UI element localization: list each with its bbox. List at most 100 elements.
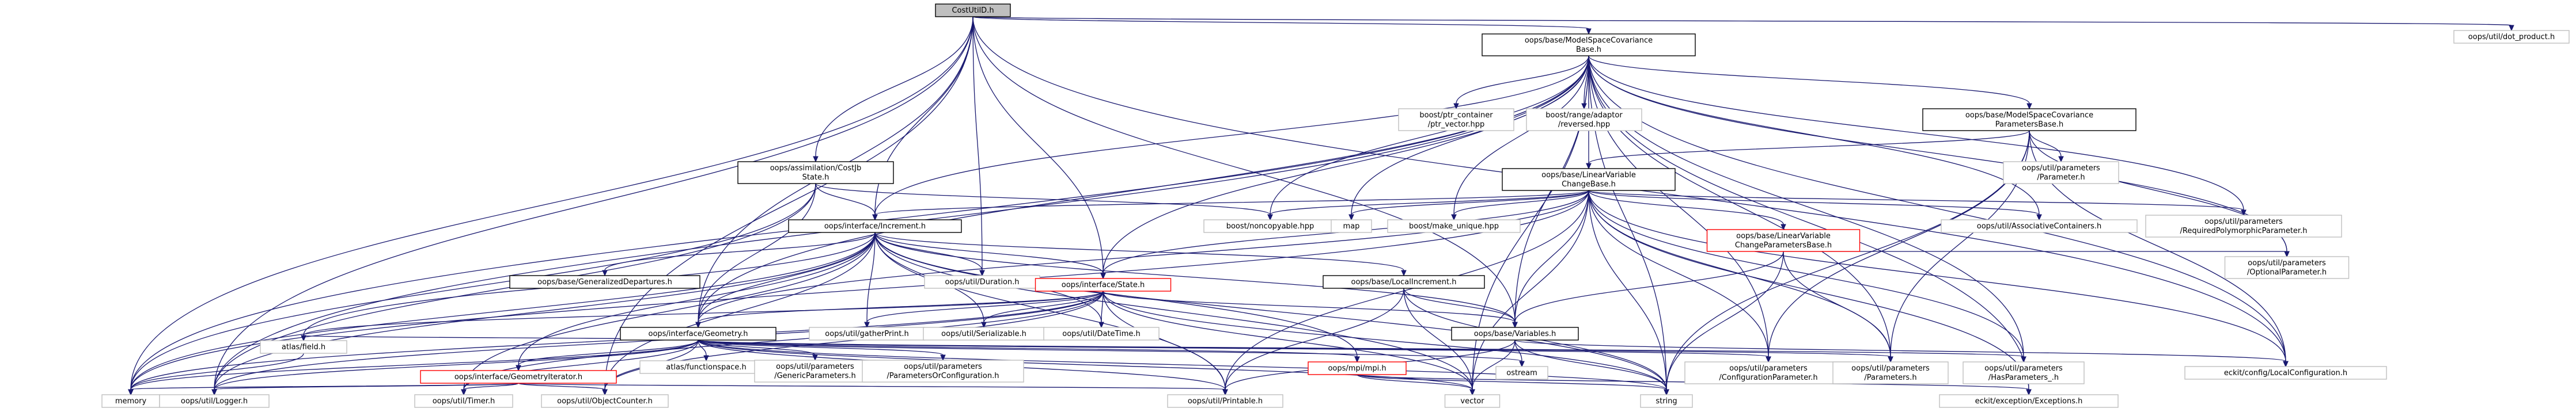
node-optparam[interactable]: oops/util/parameters/OptionalParameter.h [2224, 256, 2350, 279]
node-datetime[interactable]: oops/util/DateTime.h [1043, 327, 1160, 341]
node-label: ChangeParametersBase.h [1735, 241, 1832, 250]
node-parametersh[interactable]: oops/util/parameters/Parameters.h [1832, 361, 1949, 384]
edge-mscpb-to-optparam [2029, 130, 2290, 258]
node-label: State.h [802, 173, 829, 182]
node-box [935, 3, 1011, 17]
node-serializable[interactable]: oops/util/Serializable.h [923, 327, 1045, 341]
edge-lvcb-to-noncopyable [1267, 190, 1589, 221]
node-localconfig[interactable]: eckit/config/LocalConfiguration.h [2184, 366, 2387, 380]
node-label: /ConfigurationParameter.h [1719, 373, 1817, 382]
node-label: oops/util/parameters [1851, 364, 1930, 373]
edge-mscpb-to-lvcb [1586, 130, 2030, 170]
node-label: oops/util/dot_product.h [2468, 33, 2555, 41]
node-assoc[interactable]: oops/util/AssociativeContainers.h [1941, 219, 2138, 233]
node-label: oops/util/ObjectCounter.h [557, 397, 653, 406]
node-label: /HasParameters_.h [1988, 373, 2059, 382]
edge-geometry-to-hasparams [698, 339, 2026, 363]
node-box [1495, 366, 1548, 380]
edge-increment-to-geometry [695, 232, 876, 329]
node-label: oops/base/LocalIncrement.h [1351, 278, 1456, 287]
node-box [754, 360, 876, 383]
edge-mscb-to-parametersh [1588, 55, 1893, 363]
node-noncopyable[interactable]: boost/noncopyable.hpp [1203, 219, 1337, 233]
node-paramsorconfig[interactable]: oops/util/parameters/ParametersOrConfigu… [862, 360, 1024, 383]
node-box [1640, 394, 1693, 408]
edge-mpi-to-vector [1357, 374, 1475, 396]
node-atlasfield[interactable]: atlas/field.h [260, 340, 347, 354]
node-box [2003, 161, 2119, 184]
node-label: eckit/exception/Exceptions.h [1975, 397, 2083, 406]
node-genericparams[interactable]: oops/util/parameters/GenericParameters.h [754, 360, 876, 383]
node-label: oops/util/Timer.h [433, 397, 495, 406]
edge-geoiter-to-logger [211, 383, 519, 396]
node-label: oops/base/LinearVariable [1736, 232, 1831, 241]
node-configparam[interactable]: oops/util/parameters/ConfigurationParame… [1684, 361, 1853, 384]
node-hasparams[interactable]: oops/util/parameters/HasParameters_.h [1963, 361, 2085, 384]
edge-lvcb-to-reqpoly [1588, 190, 2247, 216]
node-duration[interactable]: oops/util/Duration.h [924, 275, 1040, 289]
node-localinc[interactable]: oops/base/LocalIncrement.h [1323, 275, 1485, 289]
node-label: oops/base/ModelSpaceCovariance [1525, 36, 1653, 45]
node-box [414, 394, 513, 408]
edge-geometry-to-paramsorconfig [698, 339, 946, 361]
edge-mscb-to-mscpb [1588, 55, 2032, 110]
node-label: oops/util/parameters [1984, 364, 2063, 373]
edge-costutil-to-state [972, 16, 1106, 280]
edge-mscb-to-reqpoly [1588, 55, 2247, 216]
node-exceptions[interactable]: eckit/exception/Exceptions.h [1939, 394, 2119, 408]
node-mpi[interactable]: oops/mpi/mpi.h [1308, 361, 1407, 375]
node-costutil[interactable]: CostUtilD.h [935, 3, 1011, 17]
edge-state-to-printable [1103, 291, 1228, 396]
node-gendep[interactable]: oops/base/GeneralizedDepartures.h [509, 275, 700, 289]
node-printable[interactable]: oops/util/Printable.h [1167, 394, 1283, 408]
node-label: boost/ptr_container [1419, 111, 1493, 120]
node-box [1526, 108, 1642, 131]
node-string[interactable]: string [1640, 394, 1693, 408]
node-label: /Parameters.h [1864, 373, 1916, 382]
node-timer[interactable]: oops/util/Timer.h [414, 394, 513, 408]
node-box [1502, 168, 1676, 191]
node-label: oops/util/parameters [2022, 164, 2100, 173]
node-label: CostUtilD.h [952, 6, 994, 15]
edge-lvcb-to-makeunique [1451, 190, 1589, 221]
node-map[interactable]: map [1331, 219, 1372, 233]
edge-costjb-to-noncopyable [815, 183, 1273, 221]
node-ptrcontainer[interactable]: boost/ptr_container/ptr_vector.hpp [1398, 108, 1514, 131]
node-variables[interactable]: oops/base/Variables.h [1451, 327, 1579, 341]
node-label: atlas/field.h [282, 343, 325, 352]
node-vector[interactable]: vector [1444, 394, 1501, 408]
node-reqpoly[interactable]: oops/util/parameters/RequiredPolymorphic… [2145, 215, 2342, 238]
node-gatherprint[interactable]: oops/util/gatherPrint.h [809, 327, 925, 341]
node-label: oops/base/ModelSpaceCovariance [1965, 111, 2093, 120]
node-ostream[interactable]: ostream [1495, 366, 1548, 380]
node-makeunique[interactable]: boost/make_unique.hpp [1387, 219, 1521, 233]
node-rangeadaptor[interactable]: boost/range/adaptor/reversed.hpp [1526, 108, 1642, 131]
node-geoiter[interactable]: oops/interface/GeometryIterator.h [420, 370, 617, 384]
node-logger[interactable]: oops/util/Logger.h [159, 394, 270, 408]
node-memory[interactable]: memory [101, 394, 160, 408]
node-state[interactable]: oops/interface/State.h [1035, 278, 1172, 292]
node-increment[interactable]: oops/interface/Increment.h [788, 219, 962, 233]
node-label: oops/util/Printable.h [1188, 397, 1263, 406]
node-lvcpb[interactable]: oops/base/LinearVariableChangeParameters… [1706, 229, 1861, 252]
edge-costutil-to-mscb [972, 16, 1592, 35]
node-mscpb[interactable]: oops/base/ModelSpaceCovarianceParameters… [1922, 108, 2136, 131]
node-dotproduct[interactable]: oops/util/dot_product.h [2453, 30, 2570, 44]
node-objcounter[interactable]: oops/util/ObjectCounter.h [541, 394, 669, 408]
node-label: /reversed.hpp [1558, 120, 1610, 129]
edge-geometry-to-genericparams [698, 339, 818, 361]
edge-variables-to-localconfig [1514, 339, 2289, 368]
node-label: oops/base/Variables.h [1474, 330, 1556, 338]
edge-increment-to-gendep [602, 232, 876, 277]
node-geometry[interactable]: oops/interface/Geometry.h [620, 327, 776, 341]
node-atlasfs[interactable]: atlas/functionspace.h [639, 360, 773, 374]
node-parameter[interactable]: oops/util/parameters/Parameter.h [2003, 161, 2119, 184]
edge-mscb-to-configparam [1588, 55, 1771, 363]
node-box [509, 275, 700, 289]
edge-lvcb-to-hasparams [1588, 190, 2026, 363]
node-box [1398, 108, 1514, 131]
node-label: oops/util/AssociativeContainers.h [1977, 222, 2101, 231]
